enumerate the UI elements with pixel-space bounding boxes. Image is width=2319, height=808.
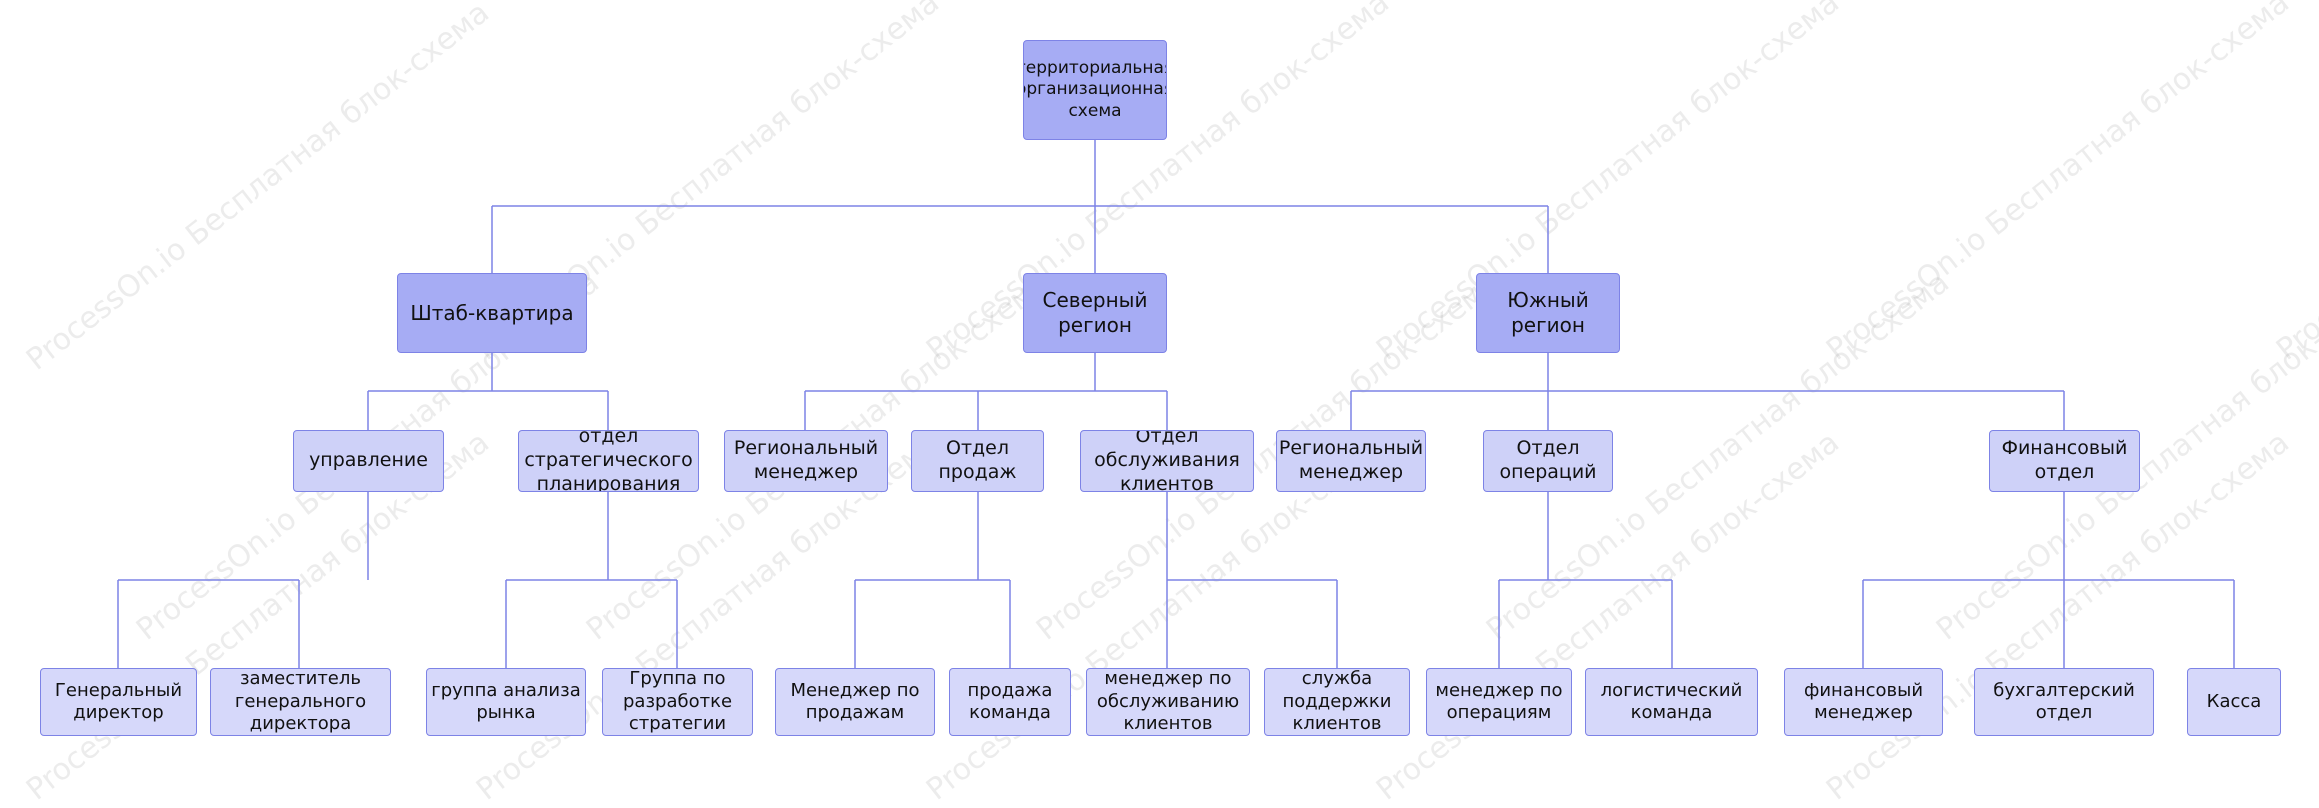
connector-lines	[117, 140, 2235, 668]
node-south-regional-manager[interactable]: Региональный менеджер	[1276, 430, 1426, 492]
node-sales-team[interactable]: продажа команда	[949, 668, 1071, 736]
connector-ops	[1498, 492, 1673, 668]
node-sales-manager[interactable]: Менеджер по продажам	[775, 668, 935, 736]
node-operations-manager[interactable]: менеджер по операциям	[1426, 668, 1572, 736]
node-management[interactable]: управление	[293, 430, 444, 492]
connector-fin	[1862, 492, 2235, 668]
node-hq[interactable]: Штаб-квартира	[397, 273, 587, 353]
node-operations-dept[interactable]: Отдел операций	[1483, 430, 1613, 492]
node-ceo[interactable]: Генеральный директор	[40, 668, 197, 736]
node-north[interactable]: Северный регион	[1023, 273, 1167, 353]
node-south[interactable]: Южный регион	[1476, 273, 1620, 353]
connector-hq	[367, 353, 609, 430]
connector-service	[1166, 492, 1338, 668]
connector-south	[1350, 353, 2065, 430]
connector-sales	[854, 492, 1011, 668]
connector-root	[491, 140, 1549, 273]
node-customer-service-dept[interactable]: Отдел обслуживания клиентов	[1080, 430, 1254, 492]
node-north-regional-manager[interactable]: Региональный менеджер	[724, 430, 888, 492]
node-deputy-ceo[interactable]: заместитель генерального директора	[210, 668, 391, 736]
connector-north	[804, 353, 1168, 430]
node-strategy-group[interactable]: Группа по разработке стратегии	[602, 668, 753, 736]
node-accounting-dept[interactable]: бухгалтерский отдел	[1974, 668, 2154, 736]
node-cash-desk[interactable]: Касса	[2187, 668, 2281, 736]
node-finance-manager[interactable]: финансовый менеджер	[1784, 668, 1943, 736]
node-logistics-team[interactable]: логистический команда	[1585, 668, 1758, 736]
node-customer-service-manager[interactable]: менеджер по обслуживанию клиентов	[1086, 668, 1250, 736]
node-customer-support[interactable]: служба поддержки клиентов	[1264, 668, 1410, 736]
node-sales-dept[interactable]: Отдел продаж	[911, 430, 1044, 492]
node-market-analysis[interactable]: группа анализа рынка	[426, 668, 586, 736]
connector-strat	[505, 492, 678, 668]
node-finance-dept[interactable]: Финансовый отдел	[1989, 430, 2140, 492]
node-root[interactable]: территориальная организационная схема	[1023, 40, 1167, 140]
node-strategic-planning[interactable]: отдел стратегического планирования	[518, 430, 699, 492]
connector-mgmt	[117, 492, 369, 668]
